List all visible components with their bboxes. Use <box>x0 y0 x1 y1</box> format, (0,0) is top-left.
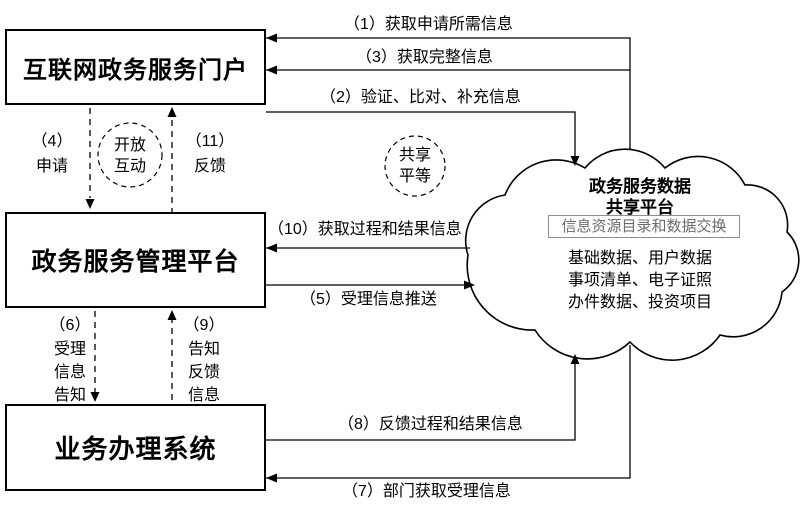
circle-share-equal <box>384 135 446 197</box>
label-arrow-9-line1: 告知 <box>187 341 220 358</box>
circle-share-line2: 平等 <box>398 168 431 185</box>
label-arrow-1: （1）获取申请所需信息 <box>344 16 513 33</box>
arrow-3-head <box>266 65 277 75</box>
label-arrow-11-text: 反馈 <box>193 158 226 175</box>
label-arrow-3: （3）获取完整信息 <box>356 49 493 66</box>
cloud-exchange-box: 信息资源目录和数据交换 <box>548 215 740 238</box>
label-arrow-9-line2: 反馈 <box>187 364 220 381</box>
label-arrow-5: （5）受理信息推送 <box>300 291 437 308</box>
cloud-data-line3: 办件数据、投资项目 <box>567 294 712 311</box>
circle-share-line1: 共享 <box>398 147 431 164</box>
arrow-11-head <box>167 107 177 117</box>
label-arrow-9-number: （9） <box>183 317 225 334</box>
box-internet-portal: 互联网政务服务门户 <box>5 29 266 105</box>
arrow-8-line <box>266 364 576 441</box>
label-arrow-9-line3: 信息 <box>187 387 220 404</box>
box-internet-portal-label: 互联网政务服务门户 <box>23 56 248 84</box>
label-arrow-6-line2: 信息 <box>53 364 86 381</box>
box-service-management-platform-label: 政务服务管理平台 <box>31 248 240 276</box>
box-business-processing-system-label: 业务办理系统 <box>54 434 217 464</box>
label-arrow-6-line1: 受理 <box>53 341 86 358</box>
cloud-data-line1: 基础数据、用户数据 <box>567 250 712 267</box>
arrow-10-head <box>266 243 277 253</box>
label-arrow-10: （10）获取过程和结果信息 <box>268 221 462 238</box>
label-arrow-8: （8）反馈过程和结果信息 <box>338 416 523 433</box>
cloud-data-line2: 事项清单、电子证照 <box>567 272 712 289</box>
circle-open-interaction <box>97 122 163 188</box>
label-arrow-4-number: （4） <box>31 133 73 150</box>
arrow-1-head <box>266 33 277 43</box>
cloud-shape <box>464 148 800 361</box>
arrow-8-head <box>570 354 580 364</box>
cloud-title-line2: 共享平台 <box>606 198 674 217</box>
label-arrow-4-text: 申请 <box>35 158 68 175</box>
label-arrow-2: （2）验证、比对、补充信息 <box>320 89 521 106</box>
label-arrow-11-number: （11） <box>185 133 235 150</box>
box-service-management-platform: 政务服务管理平台 <box>5 212 266 308</box>
label-arrow-6-number: （6） <box>49 317 91 334</box>
label-arrow-6-line3: 告知 <box>53 387 86 404</box>
arrow-5-head <box>464 280 475 290</box>
box-business-processing-system: 业务办理系统 <box>5 404 266 491</box>
arrow-9-head <box>167 310 177 320</box>
cloud-title-line1: 政务服务数据 <box>589 177 691 196</box>
arrow-1-line <box>266 37 631 185</box>
arrow-2-head <box>570 156 580 166</box>
circle-open-line2: 互动 <box>113 158 146 175</box>
arrow-4-head <box>85 199 95 209</box>
circle-open-line1: 开放 <box>113 137 146 154</box>
label-arrow-7: （7）部门获取受理信息 <box>342 483 511 500</box>
arrow-2-line <box>266 111 576 156</box>
arrow-7-line <box>266 345 631 479</box>
arrow-7-head <box>266 473 277 483</box>
arrow-6-head <box>90 392 100 402</box>
